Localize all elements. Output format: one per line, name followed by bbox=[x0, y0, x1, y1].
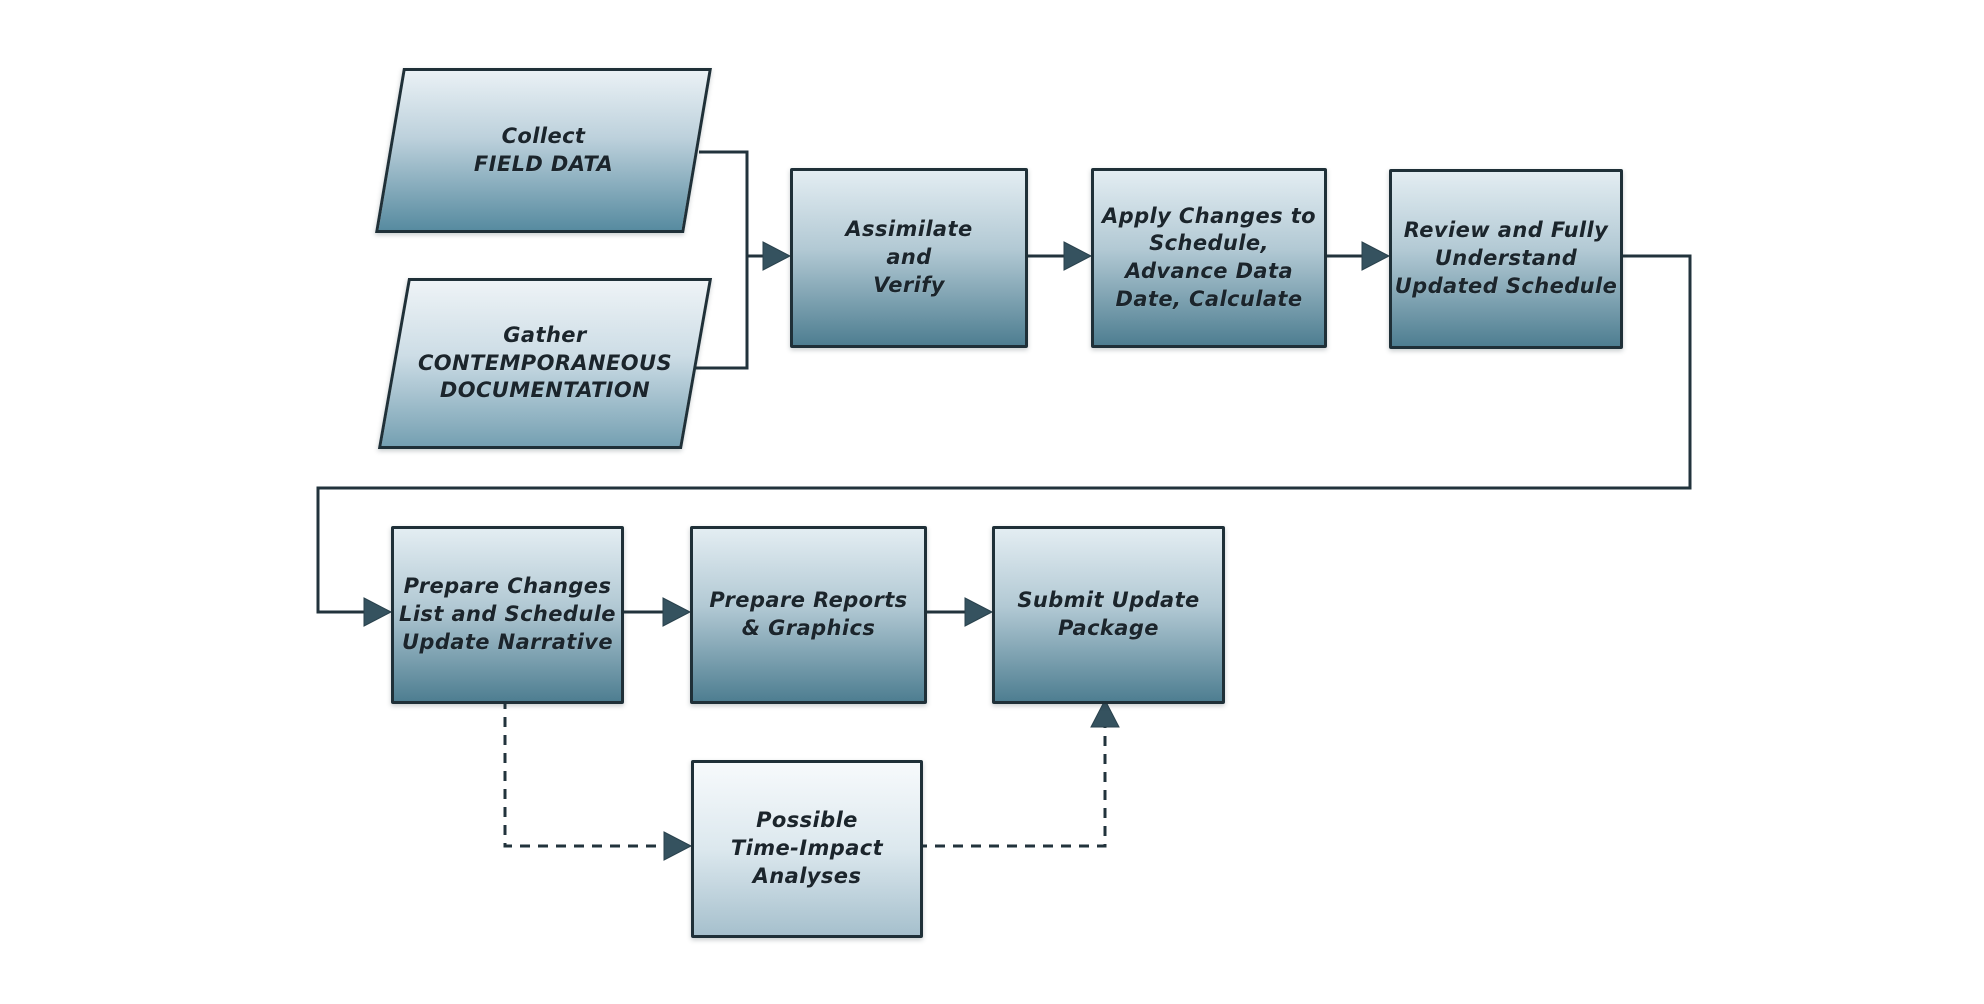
node-collect-field-data: Collect FIELD DATA bbox=[375, 68, 712, 233]
node-gather-documentation: Gather CONTEMPORANEOUS DOCUMENTATION bbox=[377, 278, 713, 449]
label-line: Updated Schedule bbox=[1394, 273, 1618, 298]
label-line: List and Schedule bbox=[399, 602, 616, 627]
node-submit-package: Submit Update Package bbox=[992, 526, 1225, 704]
node-review-schedule: Review and Fully Understand Updated Sche… bbox=[1389, 169, 1623, 349]
edge-dashed-prepare-to-tia bbox=[503, 699, 663, 848]
arrowhead-review bbox=[1361, 241, 1391, 271]
node-prepare-changes-list: Prepare Changes List and Schedule Update… bbox=[391, 526, 624, 704]
node-label: Assimilate and Verify bbox=[845, 216, 972, 299]
node-label: Submit Update Package bbox=[1017, 587, 1199, 642]
node-apply-changes: Apply Changes to Schedule, Advance Data … bbox=[1091, 168, 1327, 348]
arrowhead-prepare-reports bbox=[662, 597, 692, 627]
node-label: Prepare Reports & Graphics bbox=[709, 587, 907, 642]
node-label: Prepare Changes List and Schedule Update… bbox=[399, 573, 616, 656]
edge-review-to-prepare-changes bbox=[316, 254, 1692, 614]
arrowhead-prepare-changes bbox=[363, 597, 393, 627]
arrowhead-submit bbox=[964, 597, 994, 627]
arrowhead-assimilate bbox=[762, 241, 792, 271]
node-label: Gather CONTEMPORANEOUS DOCUMENTATION bbox=[418, 322, 672, 405]
node-label: Apply Changes to Schedule, Advance Data … bbox=[1102, 203, 1316, 314]
label-line: Prepare Reports bbox=[709, 588, 908, 613]
label-line: Package bbox=[1058, 616, 1159, 640]
label-line: Analyses bbox=[752, 863, 862, 888]
label-line: Review and Fully bbox=[1403, 218, 1609, 243]
label-line: CONTEMPORANEOUS bbox=[417, 350, 673, 375]
label-line: Time-Impact bbox=[730, 836, 884, 861]
node-label: Collect FIELD DATA bbox=[474, 123, 613, 178]
label-line: Verify bbox=[873, 272, 945, 297]
label-line: Apply Changes to bbox=[1102, 203, 1316, 228]
label-line: Date, Calculate bbox=[1115, 286, 1303, 311]
node-possible-time-impact: Possible Time-Impact Analyses bbox=[691, 760, 923, 938]
label-line: Gather bbox=[503, 322, 587, 347]
label-line: Schedule, bbox=[1149, 231, 1269, 256]
label-line: Assimilate bbox=[845, 217, 973, 242]
arrowhead-tia bbox=[663, 831, 693, 861]
label-line: FIELD DATA bbox=[473, 151, 614, 176]
edge-dashed-tia-to-submit bbox=[917, 726, 1107, 848]
label-line: Submit Update bbox=[1017, 588, 1200, 613]
node-label: Review and Fully Understand Updated Sche… bbox=[1395, 217, 1618, 300]
arrowhead-submit-bottom bbox=[1090, 698, 1120, 728]
label-line: Advance Data bbox=[1124, 259, 1294, 283]
node-prepare-reports: Prepare Reports & Graphics bbox=[690, 526, 927, 704]
node-label: Possible Time-Impact Analyses bbox=[731, 807, 883, 890]
label-line: Understand bbox=[1434, 246, 1578, 271]
label-line: DOCUMENTATION bbox=[439, 378, 651, 403]
label-line: Update Narrative bbox=[401, 629, 614, 654]
label-line: Prepare Changes bbox=[403, 574, 612, 599]
label-line: and bbox=[886, 245, 932, 270]
label-line: & Graphics bbox=[741, 616, 876, 640]
label-line: Possible bbox=[756, 808, 858, 833]
label-line: Collect bbox=[501, 123, 586, 148]
edge-inputs-junction bbox=[696, 150, 749, 370]
node-assimilate-verify: Assimilate and Verify bbox=[790, 168, 1028, 348]
arrowhead-apply bbox=[1063, 241, 1093, 271]
